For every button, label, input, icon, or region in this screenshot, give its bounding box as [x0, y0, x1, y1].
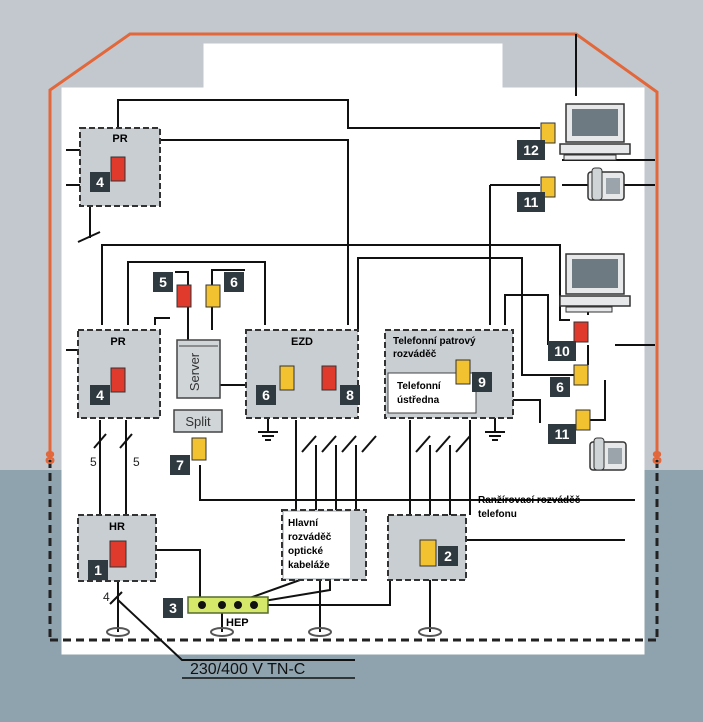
- rozvadec-label: rozváděč: [393, 349, 437, 360]
- badge-11-top: 11: [524, 194, 539, 210]
- earth-contacts: [106, 627, 442, 637]
- hlavni-line2: rozváděč: [288, 532, 332, 543]
- supply-label: 230/400 V TN-C: [190, 661, 305, 678]
- phone-icon-top: [587, 167, 625, 201]
- badge-3: 3: [169, 600, 177, 616]
- telefonni-label: Telefonní: [397, 381, 442, 392]
- wire-count-5a: 5: [90, 455, 97, 469]
- pr-mid-label: PR: [110, 336, 125, 348]
- ground-marker-right: 8: [652, 448, 662, 468]
- phone-icon-mid: [589, 437, 627, 471]
- badge-5: 5: [159, 274, 167, 290]
- number-badges: 4 4 5 6 6 8 9 7 1 2 3 12 11 10 6 11: [88, 140, 576, 618]
- badge-1: 1: [94, 562, 102, 578]
- badge-9: 9: [478, 374, 486, 390]
- box-hlavni-opticke: Hlavní rozváděč optické kabeláže: [281, 509, 367, 581]
- badge-4-top: 4: [96, 174, 104, 190]
- wire-count-5b: 5: [133, 455, 140, 469]
- hlavni-line4: kabeláže: [288, 560, 330, 571]
- badge-6-ezd: 6: [262, 387, 270, 403]
- building-outline: [61, 43, 645, 655]
- badge-11-mid: 11: [555, 426, 570, 442]
- hep-label: HEP: [226, 617, 249, 629]
- telefonni-patrovy-label: Telefonní patrový: [393, 336, 476, 347]
- badge-8: 8: [346, 387, 354, 403]
- ranzir-line1: Ranžírovací rozváděč: [478, 495, 581, 506]
- badge-6-right: 6: [556, 379, 564, 395]
- ground-symbol-telefonni: [485, 418, 505, 441]
- split-unit: Split: [173, 409, 223, 433]
- spd-modules: [109, 122, 591, 568]
- badge-7: 7: [176, 457, 184, 473]
- ustredna-label: ústředna: [397, 395, 440, 406]
- ground-marker-left: 8: [45, 448, 55, 468]
- hr-label: HR: [109, 521, 125, 533]
- air-termination-conductor: [48, 32, 659, 460]
- hlavni-line1: Hlavní: [288, 518, 319, 529]
- computer-icon-mid: [559, 253, 631, 313]
- badge-6-a: 6: [230, 274, 238, 290]
- badge-4-mid: 4: [96, 387, 104, 403]
- hep-bar: HEP: [187, 596, 269, 629]
- hlavni-line3: optické: [288, 546, 323, 557]
- computer-icon-top: [559, 103, 631, 161]
- pr-top-label: PR: [112, 133, 127, 145]
- box-telefonni: Telefonní patrový rozváděč Telefonní úst…: [384, 329, 514, 419]
- badge-2: 2: [444, 548, 452, 564]
- ground-symbol-ezd: [258, 418, 278, 441]
- cable-slash-marks: [93, 433, 471, 605]
- server-label: Server: [187, 352, 202, 391]
- ezd-label: EZD: [291, 336, 313, 348]
- split-label: Split: [185, 414, 211, 429]
- wire-count-4: 4: [103, 590, 110, 604]
- server-unit: Server: [176, 339, 221, 399]
- ranzir-line2: telefonu: [478, 509, 517, 520]
- badge-10: 10: [554, 343, 570, 359]
- badge-12: 12: [523, 142, 539, 158]
